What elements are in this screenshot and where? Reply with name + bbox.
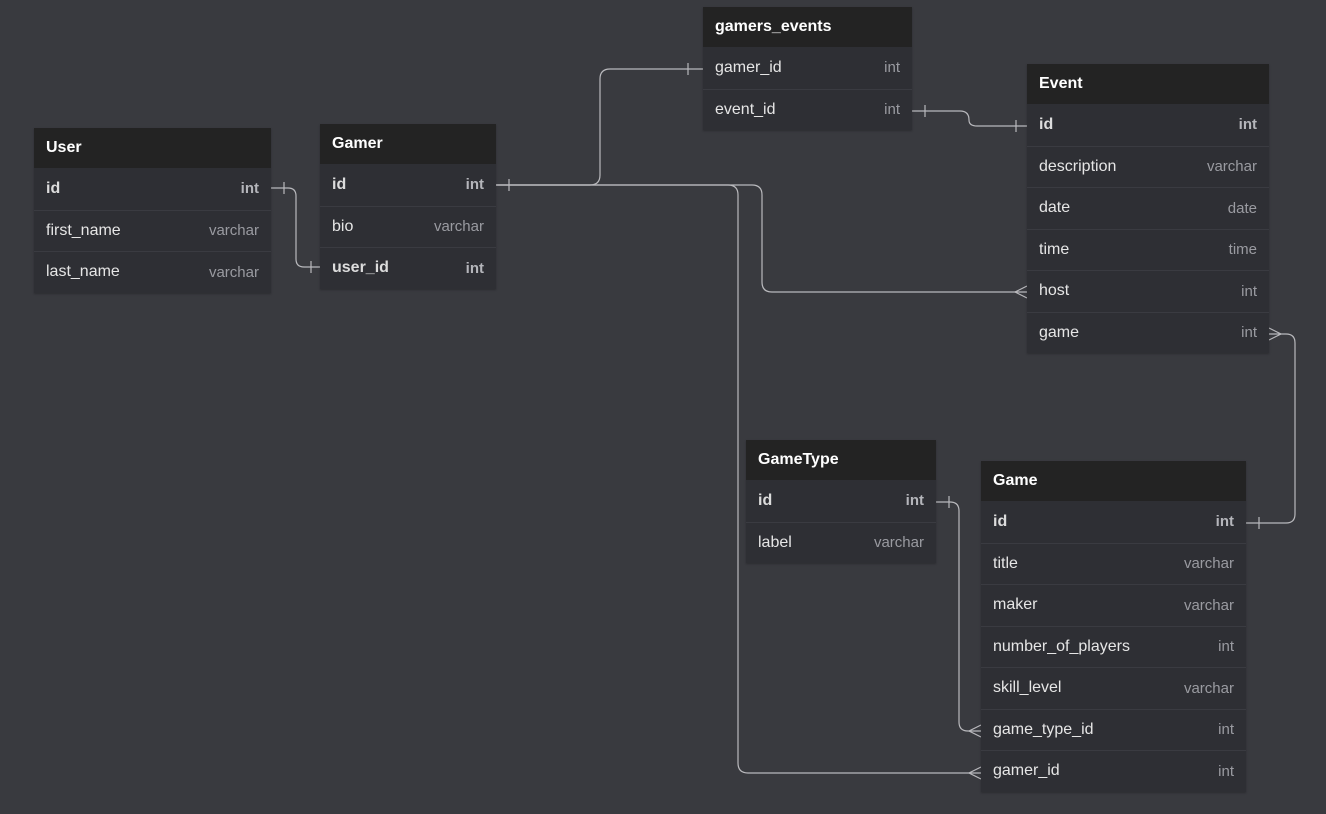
field-row-game-title[interactable]: title varchar: [981, 542, 1246, 585]
field-name: bio: [332, 217, 354, 235]
field-name: game: [1039, 323, 1080, 341]
table-header[interactable]: Event: [1027, 64, 1269, 104]
table-header[interactable]: GameType: [746, 440, 936, 480]
field-type: varchar: [1183, 596, 1234, 614]
field-name: event_id: [715, 100, 776, 118]
field-type: varchar: [1206, 158, 1257, 176]
field-name: first_name: [46, 221, 121, 239]
table-game[interactable]: Game id int title varchar maker varchar …: [981, 461, 1246, 792]
field-name: host: [1039, 282, 1070, 300]
connector-gamers-events-event: [912, 110, 1027, 127]
field-type: int: [465, 176, 484, 194]
marker-many-event-game: [1268, 327, 1283, 341]
field-type: int: [465, 259, 484, 277]
field-row-gamer-bio[interactable]: bio varchar: [320, 205, 496, 248]
field-name: game_type_id: [993, 720, 1094, 738]
field-row-gametype-id[interactable]: id int: [746, 480, 936, 522]
field-type: int: [1215, 513, 1234, 531]
table-header[interactable]: Game: [981, 461, 1246, 501]
field-row-event-description[interactable]: description varchar: [1027, 145, 1269, 188]
field-name: id: [1039, 115, 1054, 133]
marker-many-event-host: [1013, 285, 1028, 299]
field-row-event-id[interactable]: id int: [1027, 104, 1269, 146]
field-row-user-id[interactable]: id int: [34, 168, 271, 210]
field-type: int: [905, 492, 924, 510]
field-name: gamer_id: [993, 762, 1060, 780]
field-name: gamer_id: [715, 58, 782, 76]
field-type: varchar: [208, 263, 259, 281]
field-type: varchar: [208, 222, 259, 240]
table-header[interactable]: Gamer: [320, 124, 496, 164]
field-type: int: [1241, 282, 1257, 300]
field-name: id: [46, 179, 61, 197]
marker-many-game-game-type-id: [967, 724, 982, 738]
field-name: label: [758, 533, 792, 551]
field-type: varchar: [1183, 555, 1234, 573]
field-type: varchar: [1183, 679, 1234, 697]
field-name: description: [1039, 157, 1117, 175]
connector-user-gamer: [271, 187, 320, 268]
field-row-event-time[interactable]: time time: [1027, 228, 1269, 271]
field-name: last_name: [46, 263, 120, 281]
field-name: id: [993, 512, 1008, 530]
field-type: int: [1218, 762, 1234, 780]
table-header[interactable]: gamers_events: [703, 7, 912, 47]
field-row-game-gamer-id[interactable]: gamer_id int: [981, 750, 1246, 792]
field-name: skill_level: [993, 679, 1062, 697]
field-type: int: [1241, 324, 1257, 342]
connector-gamer-event-host: [496, 184, 1027, 293]
table-gametype[interactable]: GameType id int label varchar: [746, 440, 936, 563]
field-type: int: [1218, 721, 1234, 739]
field-row-gamers-events-event-id[interactable]: event_id int: [703, 88, 912, 131]
field-row-gametype-label[interactable]: label varchar: [746, 521, 936, 564]
table-header[interactable]: User: [34, 128, 271, 168]
field-type: int: [1218, 638, 1234, 656]
field-type: date: [1227, 199, 1257, 217]
connector-gamer-gamers-events: [496, 68, 703, 186]
table-event[interactable]: Event id int description varchar date da…: [1027, 64, 1269, 353]
field-row-game-maker[interactable]: maker varchar: [981, 584, 1246, 626]
field-name: id: [332, 175, 347, 193]
table-gamer[interactable]: Gamer id int bio varchar user_id int: [320, 124, 496, 289]
field-name: date: [1039, 199, 1071, 217]
field-row-game-number-of-players[interactable]: number_of_players int: [981, 625, 1246, 668]
field-name: number_of_players: [993, 637, 1130, 655]
field-name: maker: [993, 596, 1038, 614]
field-row-gamers-events-gamer-id[interactable]: gamer_id int: [703, 47, 912, 89]
field-row-game-game-type-id[interactable]: game_type_id int: [981, 708, 1246, 751]
field-row-gamer-user-id[interactable]: user_id int: [320, 247, 496, 289]
field-name: id: [758, 491, 773, 509]
field-type: varchar: [873, 534, 924, 552]
field-row-game-skill-level[interactable]: skill_level varchar: [981, 667, 1246, 709]
field-type: int: [240, 180, 259, 198]
field-type: time: [1228, 241, 1257, 259]
field-name: time: [1039, 240, 1070, 258]
field-type: int: [1238, 116, 1257, 134]
connector-game-event: [1246, 333, 1296, 524]
table-gamers-events[interactable]: gamers_events gamer_id int event_id int: [703, 7, 912, 130]
field-row-game-id[interactable]: id int: [981, 501, 1246, 543]
field-type: int: [884, 59, 900, 77]
marker-many-game-gamer-id: [967, 766, 982, 780]
table-user[interactable]: User id int first_name varchar last_name…: [34, 128, 271, 293]
field-row-gamer-id[interactable]: id int: [320, 164, 496, 206]
field-type: int: [884, 101, 900, 119]
field-type: varchar: [433, 218, 484, 236]
field-row-event-date[interactable]: date date: [1027, 187, 1269, 229]
field-name: user_id: [332, 259, 389, 277]
field-name: title: [993, 554, 1018, 572]
connector-gametype-game: [936, 501, 981, 732]
field-row-event-host[interactable]: host int: [1027, 270, 1269, 312]
field-row-user-last-name[interactable]: last_name varchar: [34, 251, 271, 293]
field-row-event-game[interactable]: game int: [1027, 311, 1269, 354]
field-row-user-first-name[interactable]: first_name varchar: [34, 209, 271, 252]
